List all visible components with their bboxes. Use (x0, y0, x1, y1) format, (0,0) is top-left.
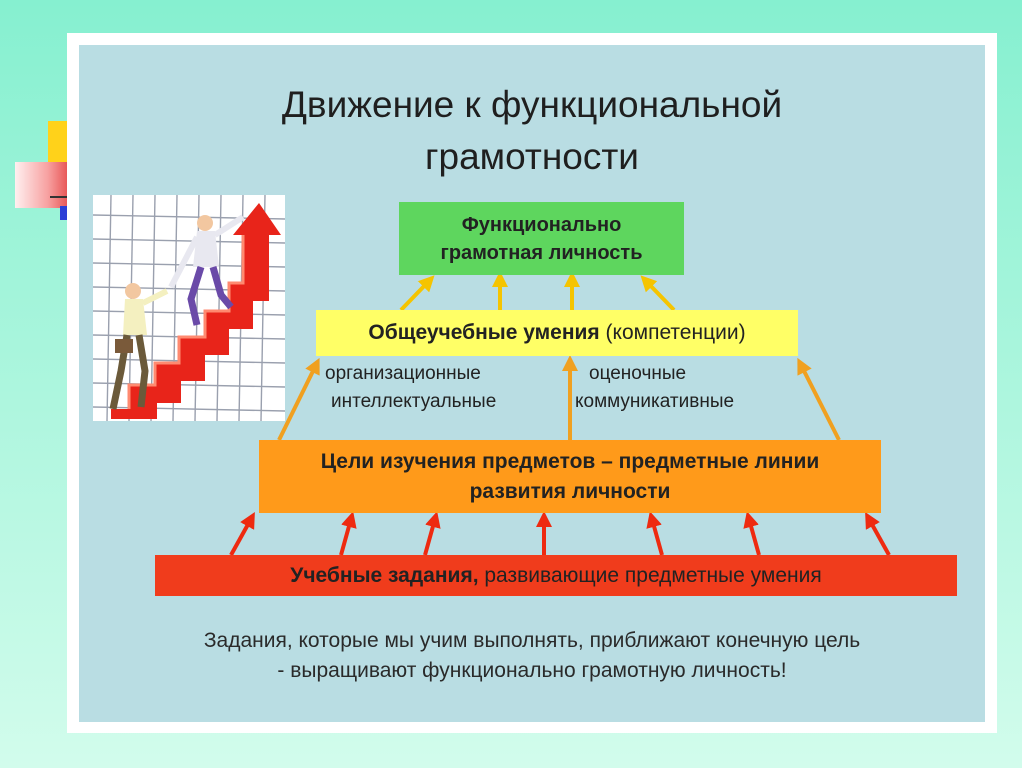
staircase-climb-illustration (93, 195, 285, 421)
arrow-up-icon (797, 357, 841, 441)
slide-title-line2: грамотности (425, 136, 639, 177)
arrow-up-icon (640, 275, 676, 312)
skill-communicative: коммуникативные (575, 391, 735, 412)
decor-line (50, 196, 72, 198)
general-skills-box: Общеучебные умения (компетенции) (316, 310, 798, 356)
decor-blue-square (60, 206, 68, 220)
arrow-up-icon (865, 512, 891, 556)
arrow-up-icon (339, 511, 357, 556)
slide-title-line1: Движение к функциональной (281, 84, 783, 125)
subject-goals-line2: развития личности (469, 479, 671, 503)
learning-tasks-normal: развивающие предметные умения (478, 563, 822, 587)
note-line2: - выращивают функционально грамотную лич… (277, 659, 787, 682)
arrow-up-icon (229, 512, 255, 556)
subject-goals-line1: Цели изучения предметов – предметные лин… (320, 449, 820, 473)
functional-literacy-box: Функционально грамотная личность (399, 202, 684, 275)
arrow-up-icon (743, 511, 761, 556)
arrow-up-icon (646, 511, 664, 556)
learning-tasks-bold: Учебные задания, (290, 563, 479, 587)
skill-evaluative: оценочные (589, 363, 687, 384)
note-line1: Задания, которые мы учим выполнять, приб… (203, 629, 861, 652)
arrow-up-icon (399, 275, 435, 312)
learning-tasks-box: Учебные задания, развивающие предметные … (155, 555, 957, 596)
arrow-up-icon (423, 511, 441, 556)
decor-red-rectangle (15, 162, 75, 208)
general-skills-bold: Общеучебные умения (368, 321, 600, 344)
functional-literacy-line1: Функционально (461, 213, 622, 236)
skill-intellectual: интеллектуальные (331, 391, 497, 412)
functional-literacy-line2: грамотная личность (440, 241, 643, 264)
general-skills-normal: (компетенции) (599, 321, 746, 344)
subject-goals-box: Цели изучения предметов – предметные лин… (259, 440, 881, 513)
skill-organizational: организационные (325, 363, 481, 384)
slide: Движение к функциональной грамотности (79, 45, 985, 722)
